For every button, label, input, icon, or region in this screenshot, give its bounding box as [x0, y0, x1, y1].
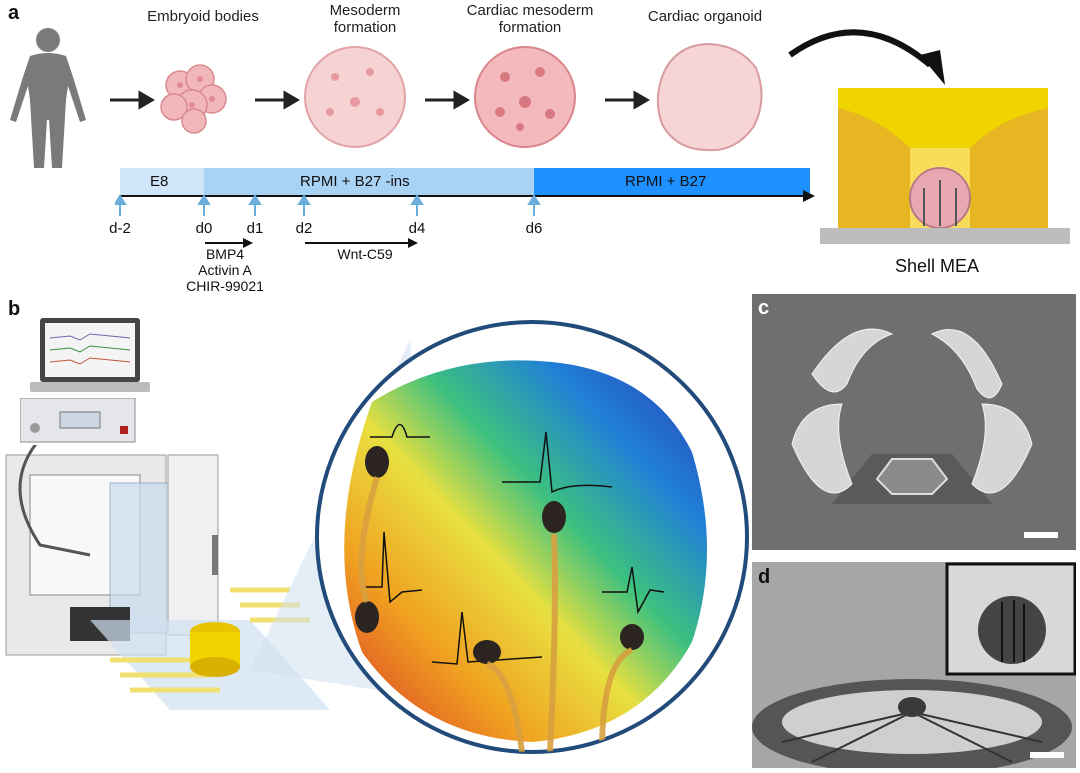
- treatment-bmp4: BMP4 Activin A CHIR-99021: [186, 246, 264, 294]
- day-label: d0: [195, 220, 213, 237]
- sem-structure: [752, 294, 1076, 550]
- human-figure-icon: [10, 28, 86, 168]
- day-label: d4: [408, 220, 426, 237]
- timeline-label-rpmi: RPMI + B27: [625, 173, 707, 190]
- stage-label-mesoderm: Mesoderm formation: [329, 2, 401, 36]
- organoid-heatmap: [315, 320, 749, 754]
- embryoid-body-icon: [160, 64, 227, 134]
- laptop-icon: [30, 318, 150, 392]
- day-label: d6: [525, 220, 543, 237]
- treatment-arrows: [205, 238, 418, 248]
- photo-image: [752, 562, 1077, 773]
- device-label: Shell MEA: [895, 256, 980, 276]
- timeline-axis: [115, 190, 815, 216]
- day-label: d2: [295, 220, 313, 237]
- timeline-label-e8: E8: [150, 173, 169, 190]
- curved-arrow-icon: [788, 29, 945, 85]
- shell-mea-device: [820, 88, 1070, 244]
- timeline-label-rpmi-ins: RPMI + B27 -ins: [300, 173, 410, 190]
- mesoderm-icon: [304, 46, 406, 148]
- timeline-segment-rpmi: [534, 168, 810, 196]
- stage-label-cardiac-organoid: Cardiac organoid: [647, 8, 763, 25]
- stage-label-embryoid: Embryoid bodies: [147, 8, 259, 25]
- cardiac-organoid-icon: [656, 42, 763, 152]
- stage-label-cardiac-mesoderm: Cardiac mesoderm formation: [466, 2, 594, 36]
- sem-image: [752, 294, 1076, 550]
- day-label: d-2: [109, 220, 131, 237]
- photo-scene: [752, 562, 1077, 773]
- amplifier-icon: [20, 398, 136, 443]
- panel-label-a: a: [8, 2, 20, 24]
- treatment-wnt: Wnt-C59: [337, 246, 393, 262]
- cardiac-mesoderm-icon: [474, 46, 576, 148]
- timeline-segment-rpmi-ins: [204, 168, 534, 196]
- panel-label-c: c: [758, 297, 770, 319]
- stage-arrows: [110, 90, 650, 110]
- timeline-segment-e8: [120, 168, 204, 196]
- panel-label-d: d: [758, 566, 771, 588]
- day-label: d1: [246, 220, 264, 237]
- panel-label-b: b: [8, 298, 21, 320]
